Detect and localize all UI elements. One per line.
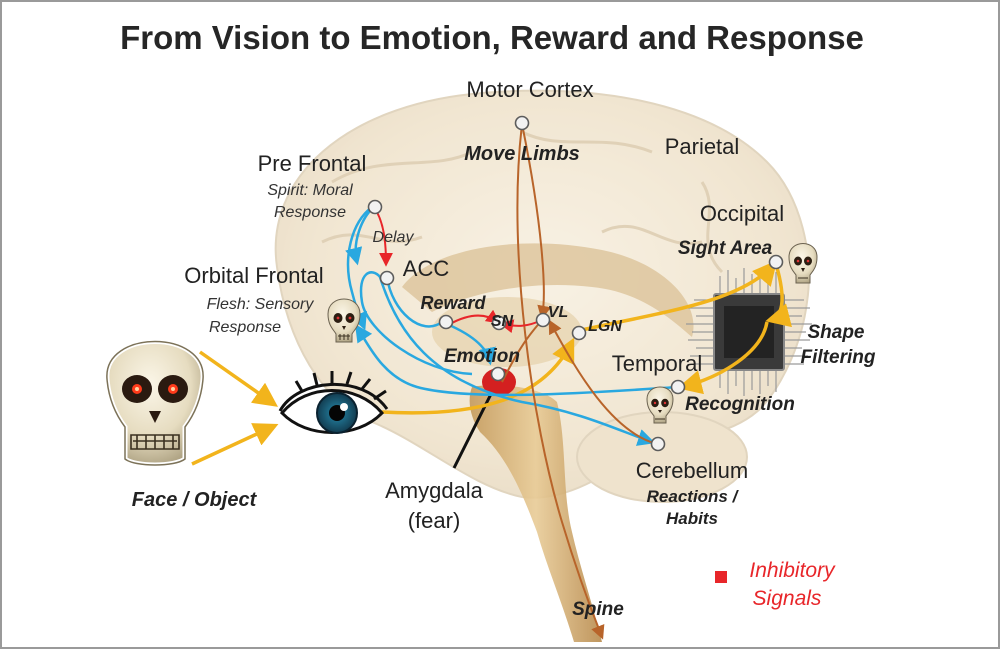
label-sight-area: Sight Area <box>678 238 773 259</box>
label-orbital-frontal-sub-2: Response <box>209 319 281 336</box>
amygdala-region <box>482 368 516 396</box>
node-acc <box>379 270 395 286</box>
lgn-to-sight-path <box>581 260 778 332</box>
label-motor-cortex: Motor Cortex <box>466 77 593 102</box>
label-temporal: Temporal <box>612 351 702 376</box>
node-sight-area <box>768 254 784 270</box>
node-emotion <box>490 366 506 382</box>
motor-to-vl-path <box>521 123 552 320</box>
label-reactions: Reactions / <box>647 487 740 506</box>
diagram-title: From Vision to Emotion, Reward and Respo… <box>120 19 864 56</box>
label-pre-frontal-sub-2: Response <box>274 204 346 221</box>
corpus-callosum <box>402 243 694 337</box>
label-habits: Habits <box>666 509 718 528</box>
acc-to-reward-path <box>385 276 443 328</box>
eye-icon <box>278 371 389 434</box>
visual-pathways <box>191 260 792 466</box>
node-pre-frontal <box>367 199 383 215</box>
legend-inhibitory-label-1: Inhibitory <box>749 559 836 582</box>
label-occipital: Occipital <box>700 201 784 226</box>
face-to-eye-arrow-upper <box>198 350 279 407</box>
acc-to-cerebellum-path <box>378 276 656 446</box>
skull-icon-temporal <box>646 386 674 424</box>
pathway-nodes <box>367 115 784 452</box>
node-recognition <box>670 379 686 395</box>
label-delay: Delay <box>373 229 415 246</box>
prefrontal-to-orbital-path <box>346 206 373 331</box>
recognition-to-orbital-path <box>355 324 679 397</box>
eye-to-lgn-path <box>381 337 575 415</box>
skull-icon-occipital <box>788 243 818 284</box>
label-sn: SN <box>491 313 514 330</box>
skull-icon <box>104 339 206 468</box>
motor-to-spine-path <box>516 123 605 640</box>
node-reward <box>438 314 454 330</box>
cerebellum-to-vl-path <box>548 319 658 445</box>
legend: Inhibitory Signals <box>715 559 836 610</box>
label-cerebellum: Cerebellum <box>636 458 749 483</box>
label-emotion: Emotion <box>444 346 520 367</box>
skull-icon-orbital <box>327 298 361 343</box>
label-amygdala-fear: (fear) <box>408 508 461 533</box>
label-orbital-frontal: Orbital Frontal <box>184 263 323 288</box>
legend-inhibitory-label-2: Signals <box>753 587 822 610</box>
label-shape: Shape <box>807 322 864 343</box>
label-lgn: LGN <box>588 318 622 335</box>
label-orbital-frontal-sub-1: Flesh: Sensory <box>207 296 315 313</box>
face-to-eye-arrow-lower <box>191 423 279 466</box>
sight-to-filter-path <box>765 263 792 328</box>
label-recognition: Recognition <box>685 394 795 415</box>
node-motor-cortex <box>514 115 530 131</box>
node-vl <box>535 312 551 328</box>
node-cerebellum <box>650 436 666 452</box>
label-pre-frontal: Pre Frontal <box>258 151 367 176</box>
label-amygdala: Amygdala <box>385 478 484 503</box>
label-acc: ACC <box>403 256 450 281</box>
label-parietal: Parietal <box>665 134 740 159</box>
label-pre-frontal-sub-1: Spirit: Moral <box>267 182 353 199</box>
node-sn <box>491 315 507 331</box>
cortical-pathways <box>345 206 679 446</box>
label-face-object: Face / Object <box>132 489 258 511</box>
label-vl: VL <box>548 304 568 321</box>
brain-illustration <box>274 89 810 503</box>
label-filtering: Filtering <box>801 347 876 368</box>
filter-to-recognition-path <box>677 321 769 395</box>
brain-stem <box>469 385 602 642</box>
label-spine: Spine <box>572 599 624 620</box>
legend-inhibitory-swatch <box>715 571 727 583</box>
node-lgn <box>571 325 587 341</box>
label-reward: Reward <box>420 293 486 313</box>
label-move-limbs: Move Limbs <box>464 143 580 165</box>
